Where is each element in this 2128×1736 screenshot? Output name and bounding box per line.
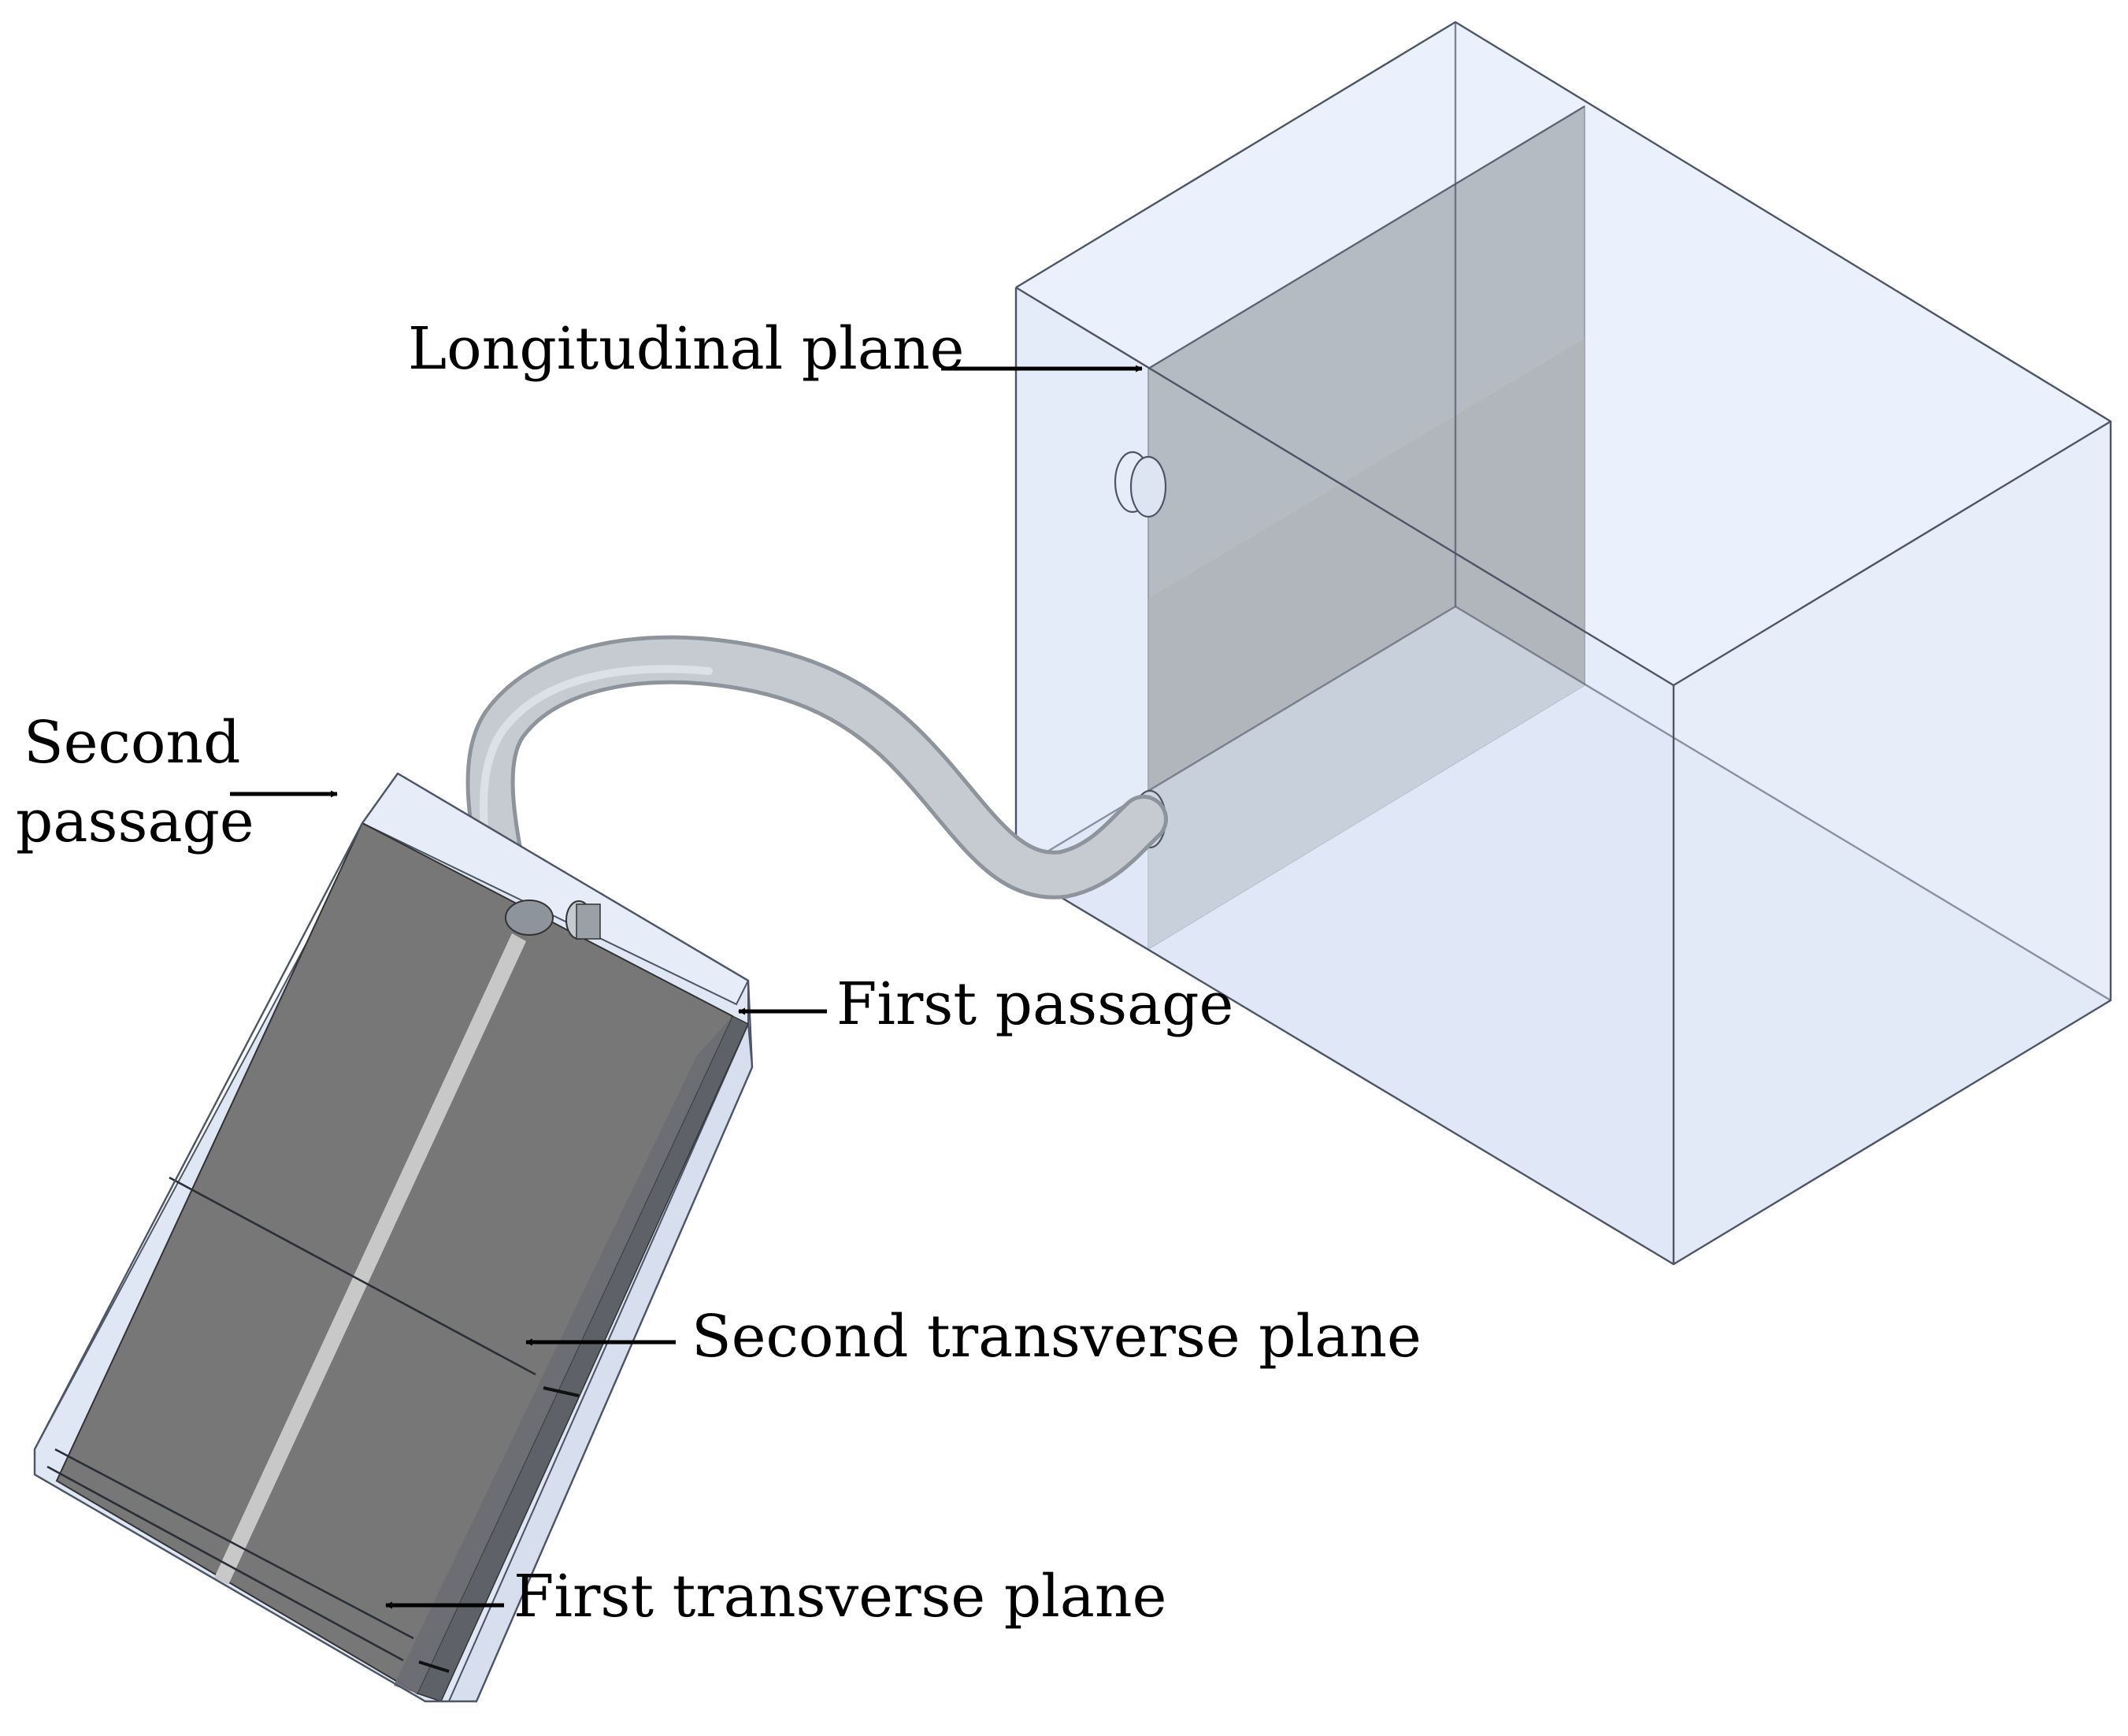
annotation-second-transverse-plane: Second transverse plane	[525, 1303, 1422, 1371]
right-tank	[1014, 20, 2112, 1266]
label-first-transverse-plane: First transverse plane	[513, 1563, 1166, 1630]
annotation-second-passage: Second passage	[16, 709, 338, 855]
label-first-passage: First passage	[836, 970, 1233, 1038]
annotation-first-transverse-plane: First transverse plane	[385, 1563, 1166, 1630]
side-wall-strip	[394, 1016, 732, 1693]
label-second-passage-line1: Second	[24, 709, 241, 777]
annotation-longitudinal-plane: Longitudinal plane	[408, 315, 1143, 383]
passage-box	[33, 772, 754, 1703]
passage-light-strip	[214, 933, 526, 1585]
label-longitudinal-plane: Longitudinal plane	[408, 315, 964, 383]
transverse-line-1	[169, 1176, 536, 1376]
transverse-line-2	[54, 1448, 414, 1640]
upper-inlet	[1114, 451, 1167, 518]
annotation-first-passage: First passage	[738, 970, 1233, 1038]
transverse-line-3	[46, 1465, 404, 1662]
label-second-transverse-plane: Second transverse plane	[691, 1303, 1422, 1371]
label-second-passage-line2: passage	[16, 788, 254, 855]
passage-inlet-port	[505, 900, 601, 940]
tank-bottom-inner-face	[1016, 606, 2111, 1264]
